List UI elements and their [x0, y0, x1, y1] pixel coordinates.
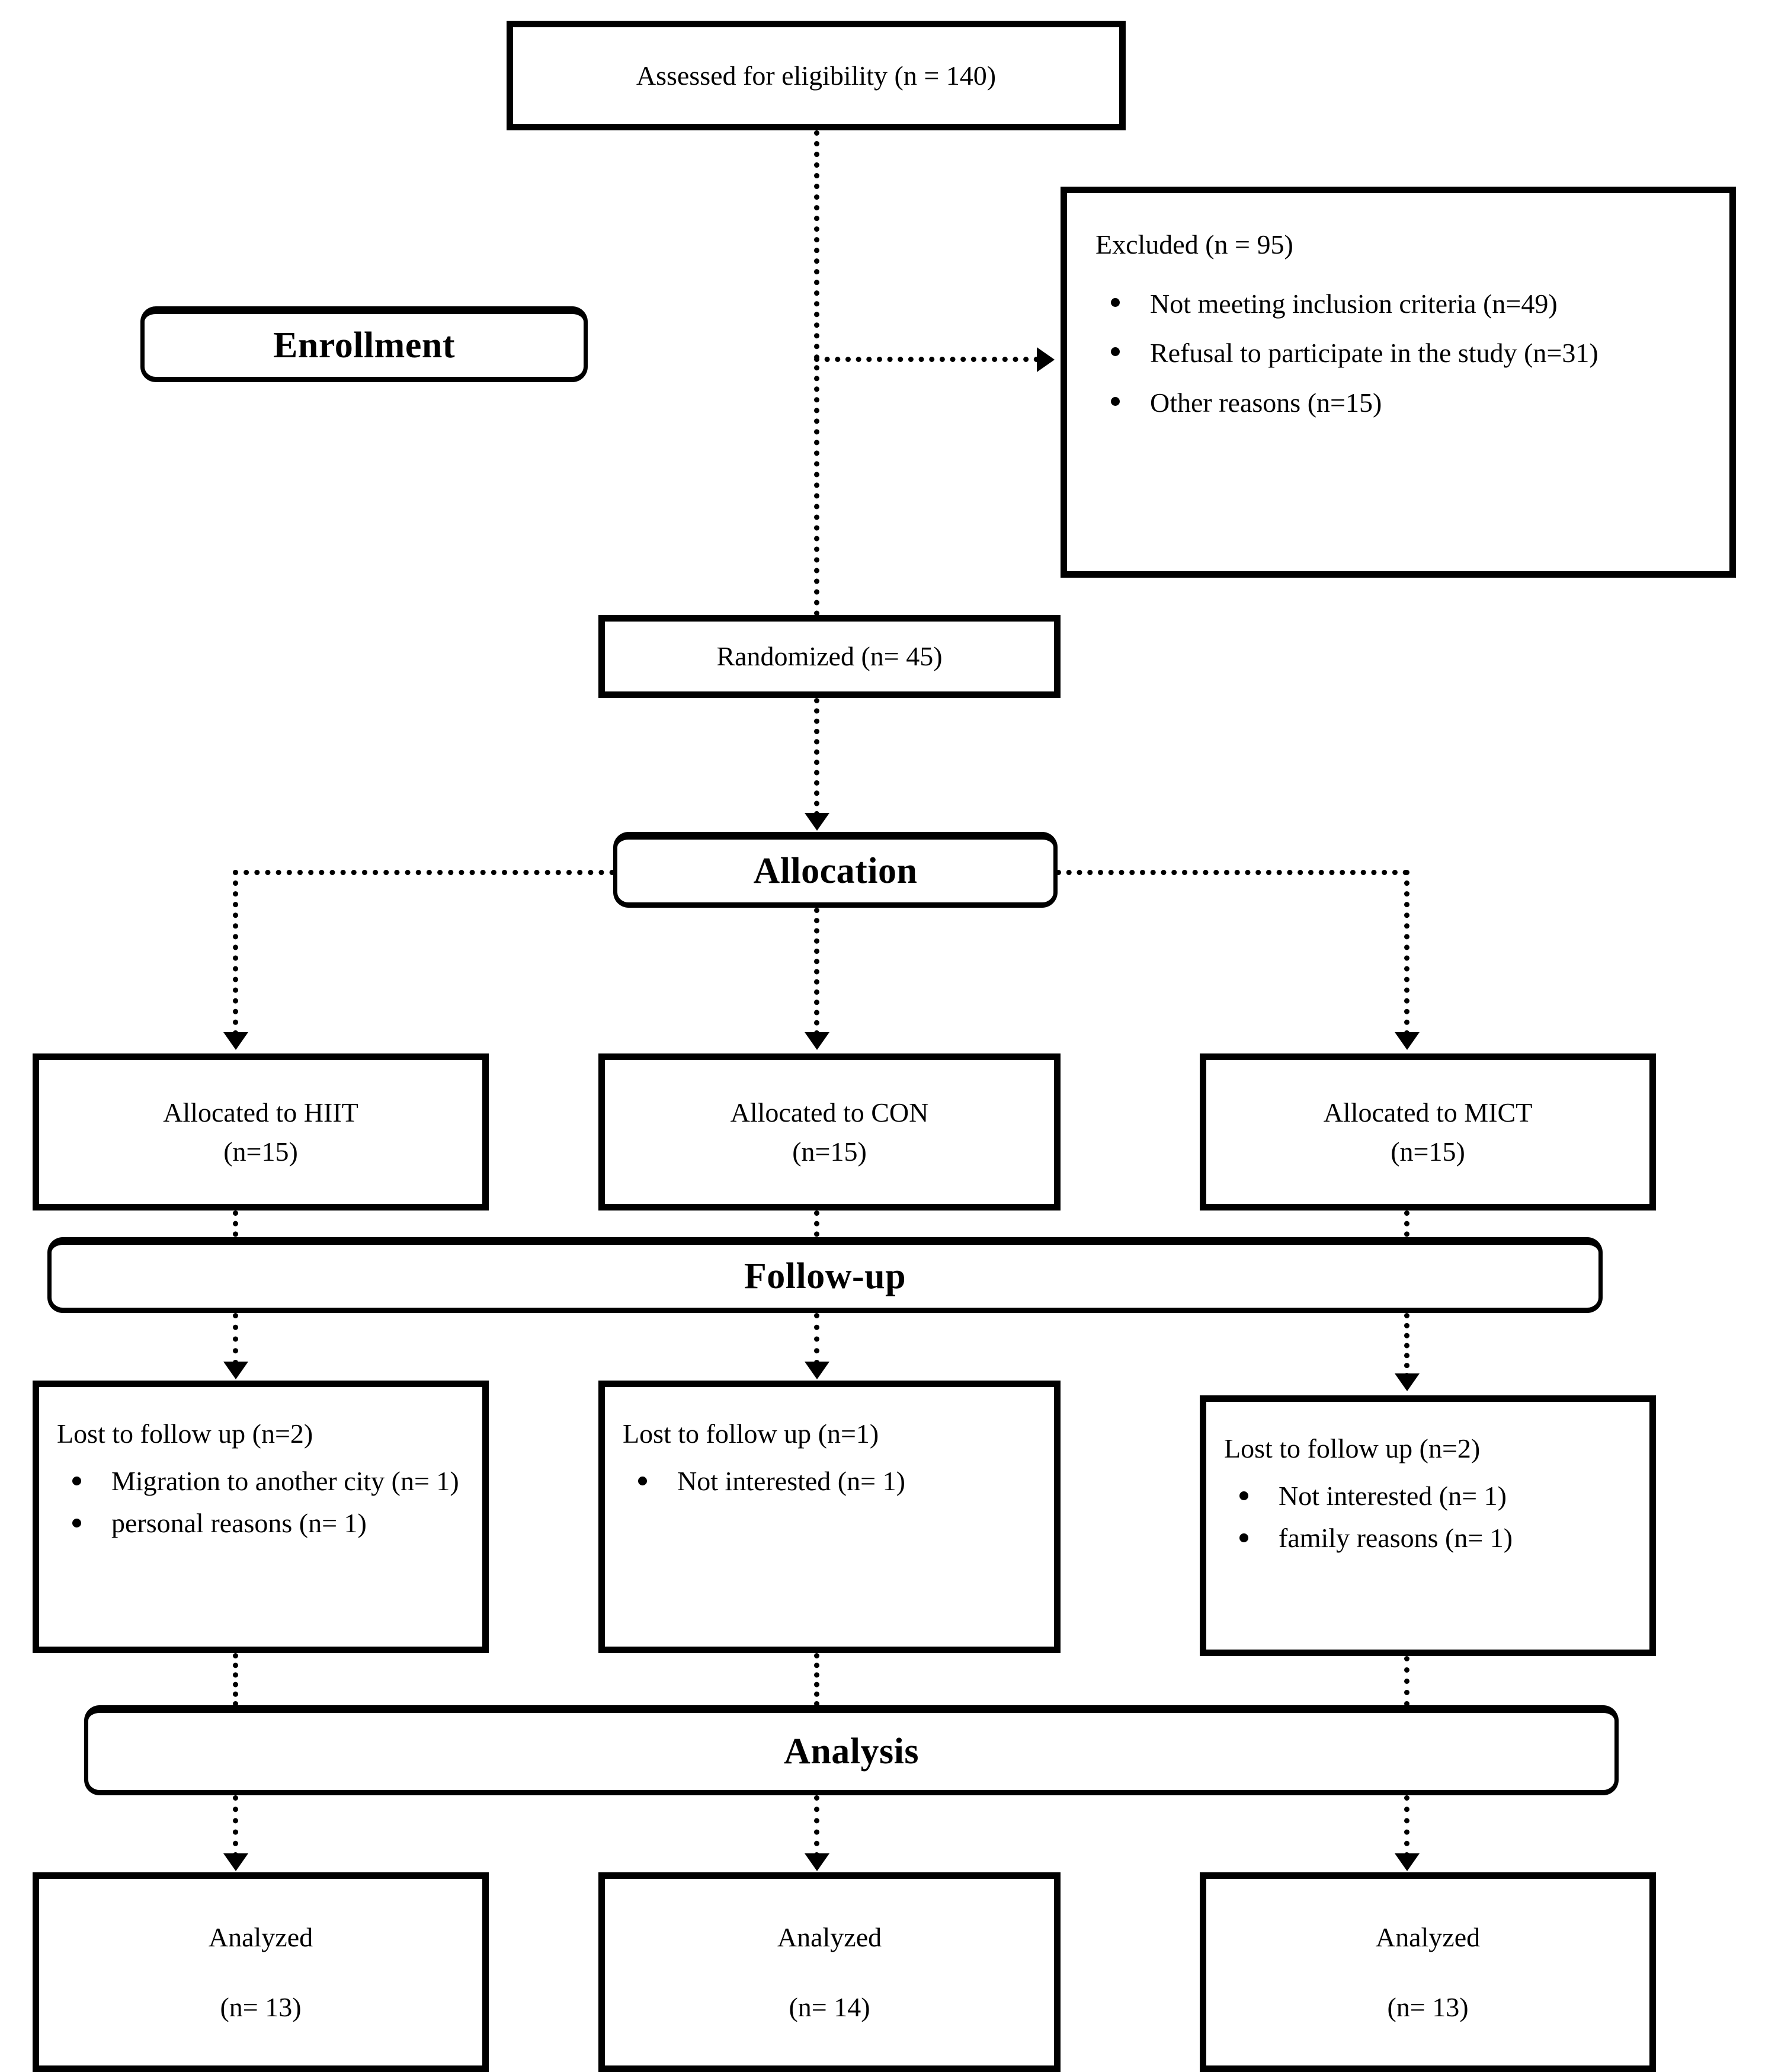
- allocated-mict-line2: (n=15): [1391, 1136, 1465, 1167]
- list-item: Migration to another city (n= 1): [57, 1462, 467, 1500]
- connector-allocation-down-middle: [814, 908, 819, 1036]
- connector-allocation-down-right: [1404, 870, 1409, 1036]
- connector-hiit-to-followup: [233, 1210, 238, 1247]
- connector-followup-to-lost-hiit: [233, 1313, 238, 1365]
- stage-followup-label: Follow-up: [744, 1256, 906, 1296]
- lost-con-header: Lost to follow up (n=1): [623, 1418, 879, 1449]
- list-item: Refusal to participate in the study (n=3…: [1095, 333, 1731, 373]
- connector-randomized-to-allocation: [814, 698, 819, 816]
- analyzed-hiit-line1: Analyzed: [208, 1922, 313, 1953]
- node-excluded: Excluded (n = 95) Not meeting inclusion …: [1061, 187, 1736, 578]
- connector-analysis-to-analyzed-hiit: [233, 1795, 238, 1858]
- allocated-hiit-line1: Allocated to HIIT: [163, 1097, 358, 1128]
- lost-mict-header: Lost to follow up (n=2): [1224, 1433, 1481, 1463]
- connector-mict-to-followup: [1404, 1210, 1409, 1247]
- node-allocated-con: Allocated to CON (n=15): [598, 1053, 1061, 1210]
- arrow-to-lost-hiit-icon: [223, 1362, 248, 1379]
- excluded-header: Excluded (n = 95): [1095, 229, 1293, 260]
- list-item: Not interested (n= 1): [623, 1462, 1056, 1500]
- list-item: Not interested (n= 1): [1224, 1477, 1658, 1515]
- connector-lost-con-to-analysis: [814, 1653, 819, 1706]
- excluded-reason-list: Not meeting inclusion criteria (n=49) Re…: [1095, 274, 1731, 422]
- node-analyzed-mict: Analyzed (n= 13): [1200, 1872, 1656, 2072]
- stage-enrollment-label: Enrollment: [273, 325, 455, 366]
- node-allocated-mict: Allocated to MICT (n=15): [1200, 1053, 1656, 1210]
- arrow-to-lost-mict-icon: [1395, 1373, 1420, 1391]
- allocated-mict-line1: Allocated to MICT: [1323, 1097, 1533, 1128]
- node-allocated-hiit: Allocated to HIIT (n=15): [33, 1053, 489, 1210]
- analyzed-con-line2: (n= 14): [789, 1991, 870, 2022]
- stage-analysis: Analysis: [84, 1705, 1619, 1795]
- arrow-to-con-icon: [805, 1032, 829, 1050]
- lost-hiit-reason-list: Migration to another city (n= 1) persona…: [57, 1459, 491, 1542]
- node-lost-con: Lost to follow up (n=1) Not interested (…: [598, 1381, 1061, 1653]
- node-assessed-for-eligibility: Assessed for eligibility (n = 140): [507, 21, 1126, 130]
- connector-assessed-to-randomized: [814, 130, 819, 616]
- connector-allocation-branch-right: [1056, 870, 1408, 875]
- arrow-to-lost-con-icon: [805, 1362, 829, 1379]
- lost-mict-reason-list: Not interested (n= 1) family reasons (n=…: [1224, 1474, 1658, 1557]
- stage-followup: Follow-up: [47, 1237, 1603, 1313]
- node-analyzed-hiit: Analyzed (n= 13): [33, 1872, 489, 2072]
- arrow-to-analyzed-hiit-icon: [223, 1853, 248, 1871]
- connector-followup-to-lost-mict: [1404, 1313, 1409, 1378]
- node-analyzed-con: Analyzed (n= 14): [598, 1872, 1061, 2072]
- stage-enrollment: Enrollment: [140, 306, 588, 382]
- node-lost-mict: Lost to follow up (n=2) Not interested (…: [1200, 1395, 1656, 1656]
- connector-lost-hiit-to-analysis: [233, 1653, 238, 1706]
- allocated-hiit-line2: (n=15): [223, 1136, 298, 1167]
- analyzed-mict-line1: Analyzed: [1375, 1922, 1481, 1953]
- connector-analysis-to-analyzed-mict: [1404, 1795, 1409, 1858]
- lost-con-reason-list: Not interested (n= 1): [623, 1459, 1056, 1500]
- allocated-con-line2: (n=15): [792, 1136, 867, 1167]
- arrow-to-allocation-icon: [805, 813, 829, 831]
- stage-allocation: Allocation: [613, 832, 1058, 908]
- lost-hiit-header: Lost to follow up (n=2): [57, 1418, 313, 1449]
- connector-con-to-followup: [814, 1210, 819, 1247]
- analyzed-mict-line2: (n= 13): [1387, 1991, 1469, 2022]
- allocated-con-line1: Allocated to CON: [730, 1097, 929, 1128]
- randomized-text: Randomized (n= 45): [716, 641, 943, 672]
- stage-allocation-label: Allocation: [753, 850, 918, 891]
- assessed-text: Assessed for eligibility (n = 140): [636, 60, 997, 91]
- node-randomized: Randomized (n= 45): [598, 615, 1061, 698]
- connector-analysis-to-analyzed-con: [814, 1795, 819, 1858]
- arrow-to-analyzed-mict-icon: [1395, 1853, 1420, 1871]
- list-item: personal reasons (n= 1): [57, 1504, 491, 1542]
- connector-allocation-branch-left: [233, 870, 615, 875]
- connector-followup-to-lost-con: [814, 1313, 819, 1365]
- connector-assessed-to-excluded: [814, 357, 1039, 362]
- list-item: family reasons (n= 1): [1224, 1519, 1658, 1557]
- arrow-to-excluded-icon: [1037, 347, 1055, 372]
- arrow-to-hiit-icon: [223, 1032, 248, 1050]
- list-item: Other reasons (n=15): [1095, 383, 1719, 422]
- arrow-to-mict-icon: [1395, 1032, 1420, 1050]
- list-item: Not meeting inclusion criteria (n=49): [1095, 284, 1719, 324]
- analyzed-con-line1: Analyzed: [777, 1922, 882, 1953]
- connector-lost-mict-to-analysis: [1404, 1656, 1409, 1706]
- stage-analysis-label: Analysis: [784, 1731, 919, 1772]
- node-lost-hiit: Lost to follow up (n=2) Migration to ano…: [33, 1381, 489, 1653]
- analyzed-hiit-line2: (n= 13): [220, 1991, 302, 2022]
- connector-allocation-down-left: [233, 870, 238, 1036]
- arrow-to-analyzed-con-icon: [805, 1853, 829, 1871]
